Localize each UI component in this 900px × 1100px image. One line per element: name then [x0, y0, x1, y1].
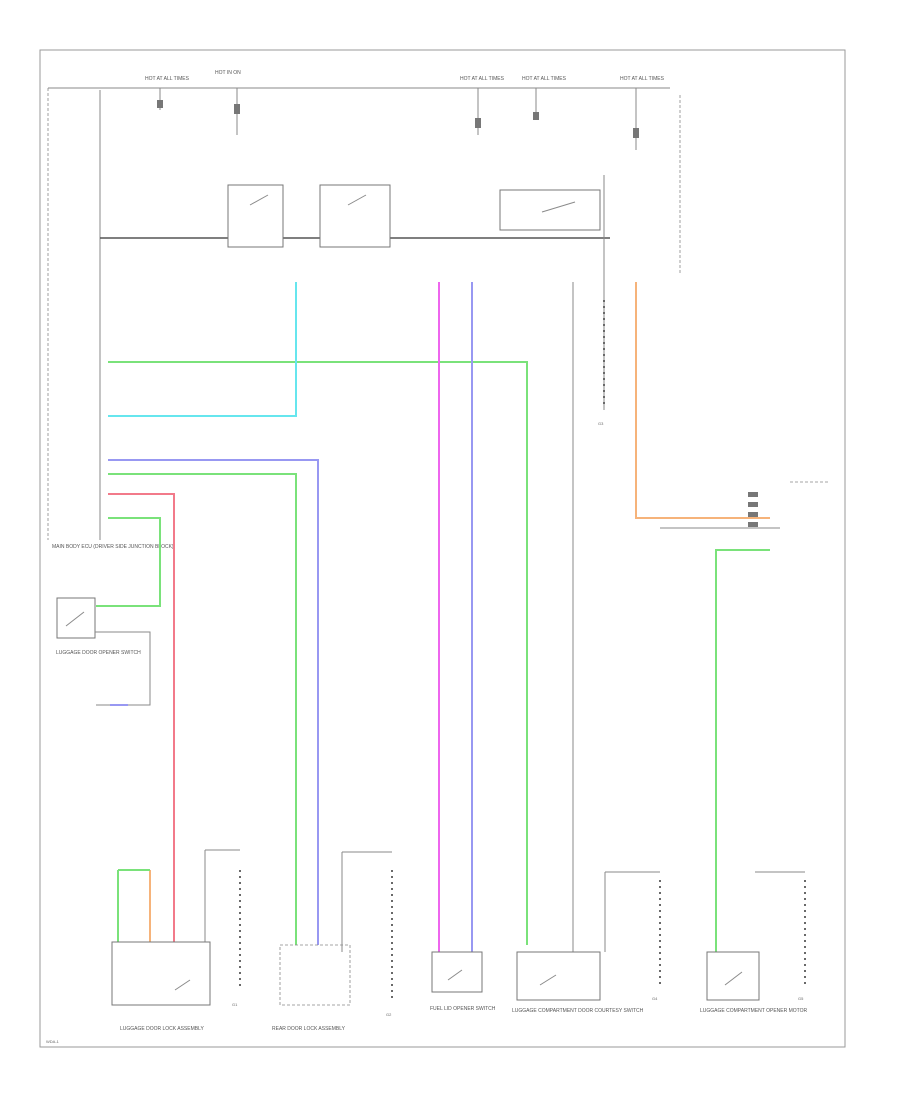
ground-e: G5	[798, 996, 804, 1001]
svg-text:FUEL LID OPENER SWITCH: FUEL LID OPENER SWITCH	[430, 1006, 496, 1012]
ground-d: G4	[652, 996, 658, 1001]
wire-green-switch	[96, 517, 161, 607]
module-luggage-lock: LUGGAGE DOOR LOCK ASSEMBLY	[111, 941, 211, 1032]
module-fuel-lid: FUEL LID OPENER SWITCH	[430, 951, 496, 1012]
right-connector	[660, 481, 830, 529]
wire-blue	[108, 459, 319, 945]
svg-text:LUGGAGE DOOR LOCK ASSEMBLY: LUGGAGE DOOR LOCK ASSEMBLY	[120, 1026, 204, 1032]
module-rear-door: REAR DOOR LOCK ASSEMBLY	[272, 944, 351, 1032]
fuse-label-b: HOT IN ON	[215, 70, 241, 76]
wire-green-courtesy	[108, 361, 528, 945]
wire-orange	[635, 282, 770, 519]
fuse-label-d: HOT AT ALL TIMES	[522, 76, 567, 82]
fuse-label-e: HOT AT ALL TIMES	[620, 76, 665, 82]
ground-c: G3	[598, 421, 604, 426]
ground-b: G2	[386, 1012, 392, 1017]
wire-green-right	[715, 549, 770, 952]
wires	[96, 282, 770, 952]
fuse-label-a: HOT AT ALL TIMES	[145, 76, 190, 82]
page-ref: WDA-1	[46, 1039, 60, 1044]
ground-a: G1	[232, 1002, 238, 1007]
diagram-frame	[39, 49, 846, 1048]
module-courtesy: LUGGAGE COMPARTMENT DOOR COURTESY SWITCH	[512, 951, 644, 1014]
relay-switches	[227, 184, 601, 248]
fuse-drops	[157, 88, 639, 150]
wire-cyan	[108, 282, 297, 417]
luggage-opener-switch: LUGGAGE DOOR OPENER SWITCH	[56, 597, 151, 706]
main-body-ecu-label: MAIN BODY ECU (DRIVER SIDE JUNCTION BLOC…	[52, 544, 174, 550]
wire-green-rear	[108, 473, 297, 945]
wire-red	[108, 493, 175, 945]
grey-drops	[204, 175, 806, 1000]
module-back-door: LUGGAGE COMPARTMENT OPENER MOTOR	[700, 951, 808, 1014]
svg-text:LUGGAGE COMPARTMENT OPENER MOT: LUGGAGE COMPARTMENT OPENER MOTOR	[700, 1008, 808, 1014]
svg-text:LUGGAGE DOOR OPENER SWITCH: LUGGAGE DOOR OPENER SWITCH	[56, 650, 141, 656]
svg-text:REAR DOOR LOCK ASSEMBLY: REAR DOOR LOCK ASSEMBLY	[272, 1026, 346, 1032]
fuse-label-c: HOT AT ALL TIMES	[460, 76, 505, 82]
svg-text:LUGGAGE COMPARTMENT DOOR COURT: LUGGAGE COMPARTMENT DOOR COURTESY SWITCH	[512, 1008, 644, 1014]
